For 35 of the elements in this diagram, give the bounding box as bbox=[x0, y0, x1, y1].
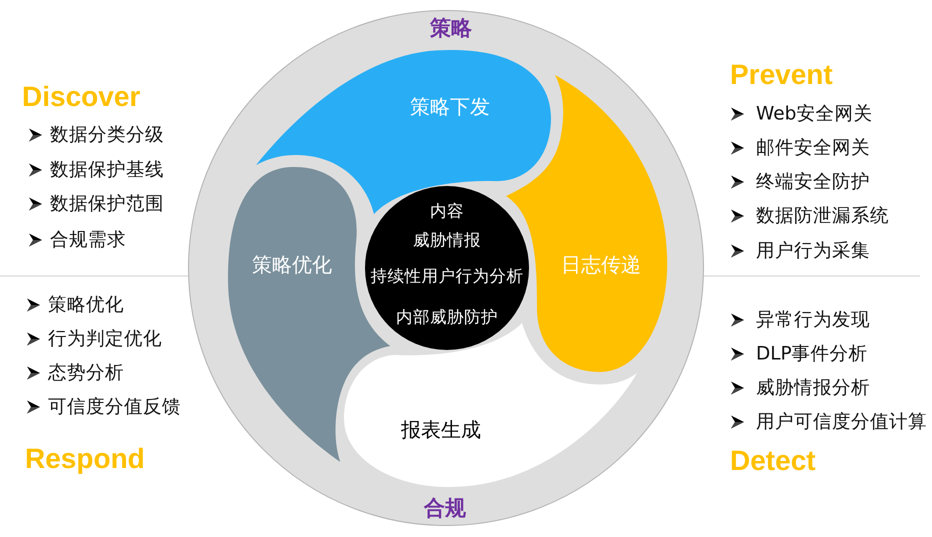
list-item: Web安全网关 bbox=[756, 103, 872, 125]
list-item: 用户可信度分值计算 bbox=[756, 411, 927, 433]
list-item: 终端安全防护 bbox=[756, 171, 870, 193]
center-circle bbox=[364, 185, 530, 351]
list-item: 用户行为采集 bbox=[756, 240, 870, 262]
ring-label: 合规 bbox=[424, 496, 466, 520]
segment-label: 策略优化 bbox=[252, 253, 332, 276]
section-heading: Respond bbox=[25, 442, 145, 476]
ring-label: 策略 bbox=[430, 16, 472, 40]
core-label: 威胁情报 bbox=[413, 232, 481, 250]
list-item: DLP事件分析 bbox=[756, 343, 868, 365]
core-label: 内容 bbox=[430, 202, 464, 222]
list-item: 数据防泄漏系统 bbox=[756, 205, 889, 227]
list-item: 数据保护范围 bbox=[50, 193, 164, 215]
list-item: 行为判定优化 bbox=[48, 328, 162, 350]
list-item: 可信度分值反馈 bbox=[48, 396, 181, 418]
list-item: 威胁情报分析 bbox=[756, 377, 870, 399]
segment-label: 日志传递 bbox=[561, 254, 641, 276]
list-item: 策略优化 bbox=[48, 294, 124, 316]
list-item: 合规需求 bbox=[50, 229, 126, 251]
list-item: 态势分析 bbox=[48, 362, 124, 384]
core-label: 持续性用户行为分析 bbox=[370, 268, 524, 286]
list-item: 数据保护基线 bbox=[50, 159, 164, 181]
outer-ring bbox=[187, 9, 705, 527]
segment-label: 策略下发 bbox=[410, 95, 490, 118]
section-heading: Detect bbox=[730, 444, 816, 478]
list-item: 邮件安全网关 bbox=[756, 137, 870, 159]
list-item: 数据分类分级 bbox=[50, 124, 164, 146]
section-heading: Prevent bbox=[730, 58, 833, 92]
petal-segment bbox=[344, 323, 637, 488]
list-item: 异常行为发现 bbox=[756, 309, 870, 331]
petal-segment bbox=[506, 75, 668, 372]
section-heading: Discover bbox=[22, 80, 140, 114]
segment-label: 报表生成 bbox=[400, 418, 481, 442]
core-label: 内部威胁防护 bbox=[396, 308, 498, 328]
